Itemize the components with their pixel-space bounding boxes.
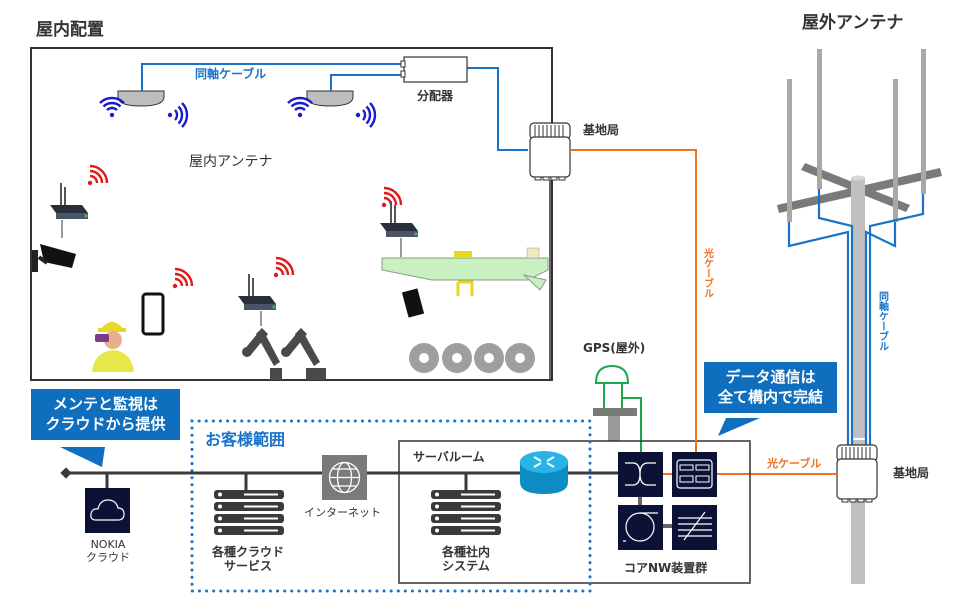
cloud-services-server-icon [214,490,284,535]
cloud-services-label: 各種クラウド サービス [200,545,296,574]
indoor-room-border [30,47,553,381]
fiber-horizontal-label: 光ケーブル [767,457,822,470]
callout-tail [60,447,105,467]
label-line: クラウド [86,550,130,564]
core-transport-icon [672,505,717,550]
worker-with-ar-glasses-icon [92,322,134,372]
core-nw-label: コアNW装置群 [624,561,708,575]
outdoor-antenna-title: 屋外アンテナ [802,13,904,33]
ceiling-antenna [117,90,165,107]
fiber-vertical-label: 光ケーブル [701,248,713,298]
indoor-layout-title: 屋内配置 [36,20,104,40]
fiber-cable-line [570,149,697,445]
label-line: サービス [223,558,272,573]
outdoor-coax-label: 同軸ケーブル [876,291,888,351]
label-line: NOKIA [90,538,126,551]
callout-tail [718,418,760,436]
label-line: システム [442,558,490,573]
security-camera-icon [32,244,76,272]
internal-systems-label: 各種社内 システム [418,545,514,574]
outdoor-antenna-tower [777,49,942,584]
callout-line: 全て構内で完結 [717,387,823,406]
coax-cable-line [330,74,404,91]
device-signal-waves [86,164,403,290]
coax-cable-line [141,63,404,91]
coax-cable-line [467,67,528,151]
steel-coils-icon [409,343,535,373]
callout-line: データ通信は [725,368,816,386]
customer-scope-border [190,419,592,593]
gps-antenna-icon [593,364,642,454]
label-line: 各種クラウド [211,545,284,559]
internal-systems-server-icon [431,490,501,535]
data-local-callout: データ通信は 全て構内で完結 [704,362,837,413]
wireless-router [238,274,276,310]
core-server-rack-icon [672,452,717,497]
nokia-cloud-label: NOKIA クラウド [82,538,134,564]
indoor-base-station [529,122,571,181]
core-loop-icon [618,505,663,550]
indoor-antenna-label: 屋内アンテナ [189,154,273,170]
label-line: 各種社内 [441,545,490,559]
cloud-maintenance-callout: メンテと監視は クラウドから提供 [31,389,180,440]
callout-line: クラウドから提供 [45,414,166,433]
splitter-label: 分配器 [417,89,454,103]
overhead-crane-icon [381,247,549,318]
nokia-cloud-icon [85,488,130,533]
gps-label: GPS(屋外) [583,341,646,355]
outdoor-base-station [836,444,878,503]
internet-globe-icon [322,455,367,500]
network-router-icon [520,451,568,494]
wireless-router [380,201,418,237]
callout-line: メンテと監視は [52,395,158,413]
outdoor-base-station-label: 基地局 [893,466,930,480]
indoor-base-station-label: 基地局 [583,123,620,137]
ceiling-antenna [306,90,354,107]
smartphone-icon [141,292,165,336]
indoor-coax-label: 同軸ケーブル [195,67,267,81]
customer-scope-label: お客様範囲 [205,430,286,449]
server-room-border [398,440,751,584]
internet-label: インターネット [304,506,381,519]
splitter [400,56,468,83]
server-room-label: サーバルーム [413,450,485,464]
wireless-router [50,183,88,219]
core-switch-icon [618,452,663,497]
robot-arm-icon [242,328,326,380]
